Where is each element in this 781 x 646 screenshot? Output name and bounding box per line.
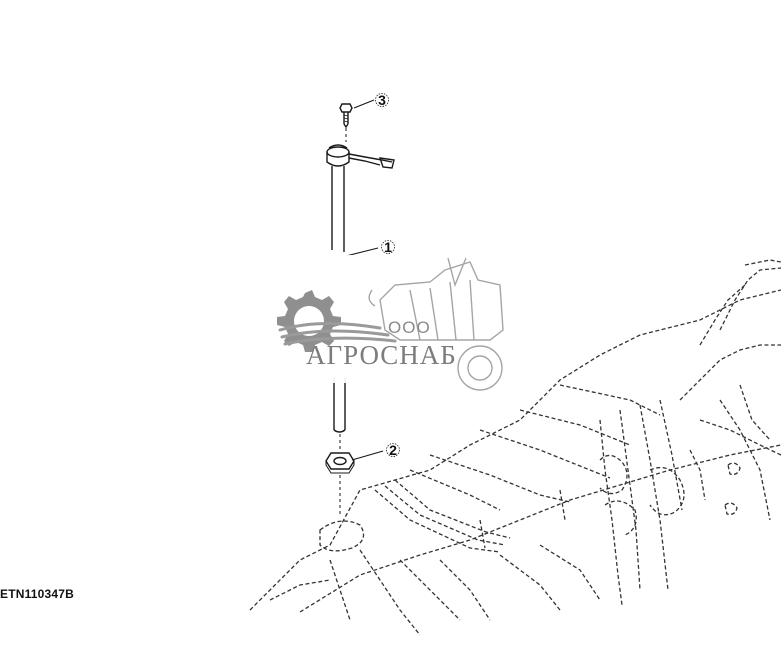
- callout-1-label: 1: [384, 239, 392, 255]
- tube-head-bracket: [326, 144, 395, 169]
- callout-2: 2: [386, 442, 400, 458]
- callout-3: 3: [375, 92, 389, 108]
- callout-3-label: 3: [378, 92, 386, 108]
- cap-screw-part: [339, 103, 353, 129]
- dipstick-assembly: [325, 103, 395, 515]
- callout-1: 1: [381, 239, 395, 255]
- nut-part: [325, 452, 355, 474]
- watermark-name: АГРОСНАБ: [306, 340, 457, 370]
- figure-id: ETN110347B: [0, 587, 75, 601]
- callout-2-label: 2: [389, 442, 397, 458]
- watermark-prefix: ООО: [388, 318, 431, 337]
- combine-harvester-icon: [368, 257, 504, 391]
- engine-block-outline: [249, 259, 781, 636]
- gear-icon: [277, 290, 341, 352]
- watermark: ООО АГРОСНАБ: [246, 255, 536, 391]
- leader-lines: [345, 99, 384, 461]
